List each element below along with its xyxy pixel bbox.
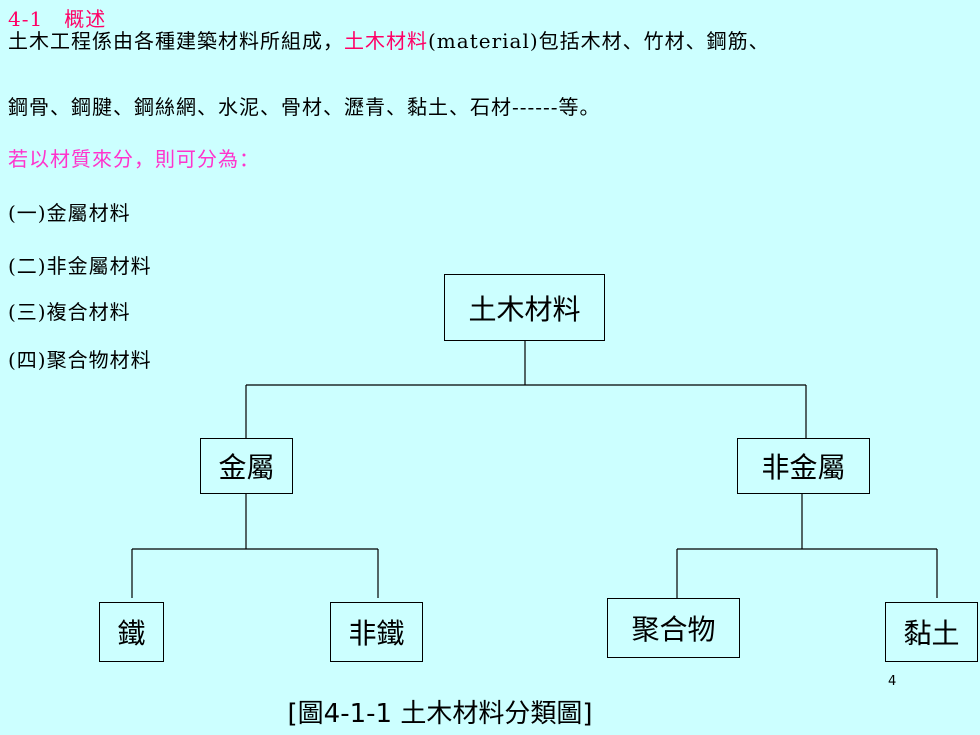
- node-clay: 黏土: [885, 602, 978, 662]
- paragraph-line-2: 鋼骨、鋼腱、鋼絲網、水泥、骨材、瀝青、黏土、石材------等。: [8, 95, 601, 119]
- node-root: 土木材料: [444, 274, 605, 341]
- paragraph-line-1-pre: 土木工程係由各種建築材料所組成，: [8, 29, 344, 53]
- category-item: (一)金屬材料: [8, 201, 131, 225]
- node-noniron: 非鐵: [330, 602, 423, 662]
- classification-intro: 若以材質來分，則可分為：: [8, 147, 260, 171]
- node-metal: 金屬: [200, 438, 293, 494]
- page-number: 4: [888, 674, 897, 689]
- figure-caption: [圖4-1-1 土木材料分類圖]: [287, 699, 593, 729]
- section-heading: 4-1 概述: [8, 7, 107, 31]
- category-item: (四)聚合物材料: [8, 348, 152, 372]
- paragraph-line-1-post: (material)包括木材、竹材、鋼筋、: [428, 29, 770, 53]
- paragraph-line-1: 土木工程係由各種建築材料所組成，土木材料(material)包括木材、竹材、鋼筋…: [8, 28, 770, 54]
- node-iron: 鐵: [99, 602, 164, 662]
- category-item: (二)非金屬材料: [8, 254, 152, 278]
- node-polymer: 聚合物: [607, 598, 740, 658]
- highlight-term: 土木材料: [344, 29, 428, 53]
- node-nonmetal: 非金屬: [737, 438, 870, 494]
- category-item: (三)複合材料: [8, 300, 131, 324]
